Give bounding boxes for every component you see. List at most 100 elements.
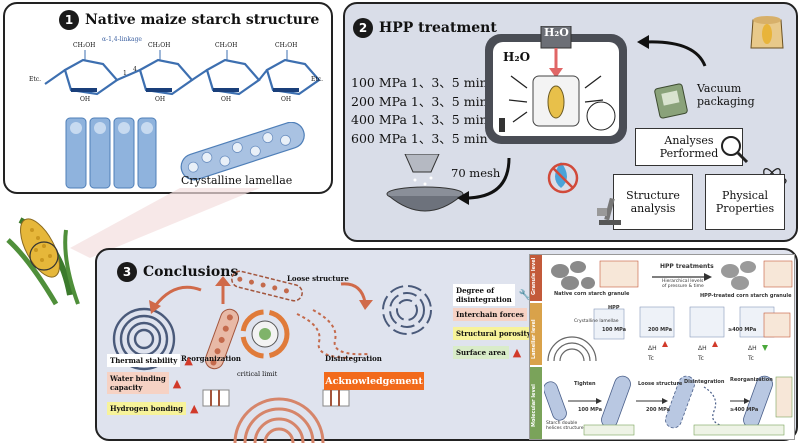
lamellar-dh-label-1: ΔH — [648, 345, 657, 352]
magnifier-icon — [721, 136, 749, 164]
arrow-up-icon: ▲ — [184, 354, 193, 367]
loose-helix-icon — [231, 270, 303, 302]
microscope-icon — [597, 197, 621, 225]
panel2-title: HPP treatment — [379, 20, 497, 36]
ch2oh-label-2: CH₂OH — [148, 42, 171, 49]
arrow-to-right-spiral — [340, 282, 373, 310]
interchain-forces-row: Interchain forces ▼ — [453, 308, 539, 321]
ring-number-1: 1 — [123, 70, 127, 77]
hpp-treatment-panel: 2 HPP treatment 100 MPa 1、3、5 min 200 MP… — [343, 2, 798, 242]
surface-area-row: Surface area ▲ — [453, 346, 521, 359]
oh-label-4: OH — [281, 96, 292, 103]
cycle-diagram-icon — [240, 309, 290, 359]
hierarchical-figure: Granule level Lamellar level Molecular l… — [529, 254, 795, 440]
physical-properties-box: Physical Properties — [705, 174, 785, 230]
wrench-icon: 🔧 — [518, 289, 532, 301]
lamellar-400-label: ≥400 MPa — [728, 327, 757, 333]
hierarchical-levels-label: Hierarchical levels of pressure & time — [662, 279, 704, 289]
h2o-left-label: H₂O — [503, 50, 531, 64]
panel1-title: Native maize starch structure — [85, 12, 320, 28]
molecular-reorganization-label: Reorganization — [730, 377, 773, 383]
arrow-up-reorganize — [215, 276, 231, 304]
vacuum-to-vessel-arrow — [637, 35, 707, 67]
arrow-up-icon: ▲ — [512, 346, 522, 359]
layer-chip-right — [322, 389, 350, 407]
ring-number-4: 4 — [133, 66, 137, 73]
condition-600: 600 MPa 1、3、5 min — [351, 130, 488, 146]
loose-structure-label: Loose structure — [287, 274, 349, 283]
lamellar-dh-label-3: ΔH — [748, 345, 757, 352]
granule-level-label: Granule level — [531, 257, 537, 295]
conclusions-panel: 3 Conclusions — [95, 248, 798, 443]
reorganization-label: Reorganization — [181, 354, 241, 363]
corn-bag-icon — [750, 16, 784, 49]
vacuum-label: Vacuum packaging — [697, 82, 755, 108]
panel1-number: 1 — [59, 10, 79, 30]
hpp-treatments-label: HPP treatments — [660, 263, 714, 270]
structure-analysis-box: Structure analysis — [613, 174, 693, 230]
disintegration-strands-icon — [296, 309, 370, 359]
surface-area-label: Surface area — [453, 346, 509, 359]
thermal-stability-label: Thermal stability — [107, 354, 181, 367]
native-granule-label: Native corn starch granule — [554, 291, 630, 297]
structural-porosity-label: Structural porosity — [453, 327, 534, 340]
disintegrated-spiral-icon — [382, 285, 432, 335]
molecular-tighten-label: Tighten — [574, 381, 596, 387]
oh-label-1: OH — [80, 96, 91, 103]
water-binding-row: Water binding capacity ▲ — [107, 372, 181, 394]
molecular-100-label: 100 MPa — [578, 407, 603, 413]
hydrogen-bonding-label: Hydrogen bonding — [107, 402, 186, 415]
pressure-conditions-list: 100 MPa 1、3、5 min 200 MPa 1、3、5 min 400 … — [351, 74, 488, 148]
lamellar-level-strip — [530, 303, 542, 365]
molecular-level-label: Molecular level — [531, 384, 537, 427]
treated-granule-label: HPP-treated corn starch granule — [700, 293, 792, 299]
ch2oh-label-3: CH₂OH — [215, 42, 238, 49]
vacuum-package-icon — [654, 83, 688, 119]
disintegration-label: Disintegration — [325, 354, 382, 363]
oh-label-2: OH — [155, 96, 166, 103]
acknowledgement-button[interactable]: Acknowledgement — [324, 372, 424, 390]
arrow-to-spiral — [149, 285, 202, 314]
layer-chip-left — [202, 389, 230, 407]
concentric-layers-icon — [233, 397, 325, 443]
mesh-label: 70 mesh — [451, 166, 501, 180]
no-water-icon — [547, 162, 579, 194]
hydrogen-bonding-row: Hydrogen bonding ▲ — [107, 402, 198, 415]
ch2oh-label-4: CH₂OH — [275, 42, 298, 49]
molecular-level-strip — [530, 367, 542, 439]
lamellae-block-icon — [65, 117, 157, 189]
panel3-heading: 3 Conclusions — [117, 262, 238, 282]
zoom-connector-shape — [70, 188, 260, 258]
pressure-vessel-icon — [485, 26, 627, 144]
corn-cob-icon — [6, 217, 80, 306]
molecular-starch-label: Starch double helices structure — [546, 421, 584, 431]
condition-200: 200 MPa 1、3、5 min — [351, 93, 488, 109]
critical-limit-label: critical limit — [237, 370, 278, 378]
lamellar-sub-label: Crystalline lamellae — [574, 319, 619, 324]
molecular-200-label: 200 MPa — [646, 407, 671, 413]
panel2-number: 2 — [353, 18, 373, 38]
lamellar-level-label: Lamellar level — [531, 319, 537, 359]
panel3-number: 3 — [117, 262, 137, 282]
lamellar-tc-label-3: Tc — [748, 355, 754, 362]
degree-disintegration-label: Degree of disintegration — [453, 284, 515, 306]
lamellar-row-graphic — [547, 306, 791, 362]
granule-row-graphic — [551, 260, 793, 290]
lamellar-dh-label-2: ΔH — [698, 345, 707, 352]
sieve-bowl-icon — [386, 154, 464, 212]
ch2oh-label-1: CH₂OH — [73, 42, 96, 49]
reorganization-helix-icon — [204, 308, 240, 370]
molecular-row-graphic — [544, 375, 793, 436]
etc-left: Etc. — [29, 76, 42, 83]
condition-100: 100 MPa 1、3、5 min — [351, 75, 488, 90]
granule-level-strip — [530, 255, 542, 301]
glucose-chain-diagram — [44, 50, 321, 96]
condition-400: 400 MPa 1、3、5 min — [351, 112, 488, 127]
lamellae-caption: Crystalline lamellae — [181, 174, 293, 187]
lamellar-100-label: 100 MPa — [602, 327, 627, 333]
interchain-forces-label: Interchain forces — [453, 308, 527, 321]
oh-label-3: OH — [221, 96, 232, 103]
etc-right: Etc. — [311, 76, 324, 83]
lamellar-tc-label-2: Tc — [698, 355, 704, 362]
h2o-top-label: H₂O — [544, 26, 569, 39]
